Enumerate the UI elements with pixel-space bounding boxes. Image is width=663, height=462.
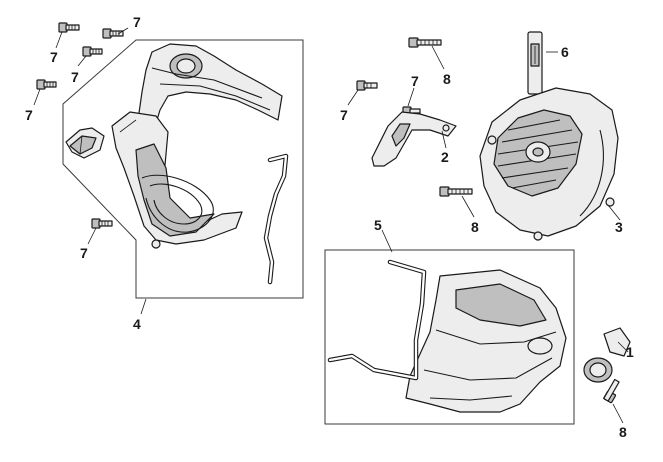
callout-7-a: 7 (133, 14, 141, 30)
bolt-8-top (408, 37, 445, 70)
callout-1: 1 (626, 344, 634, 360)
bolt-7-f (347, 80, 378, 106)
bolt-7-e (91, 218, 113, 229)
part-4-seal (263, 153, 289, 285)
callout-8-middle: 8 (471, 219, 479, 235)
clip-part (65, 127, 105, 159)
bolt-7-a (58, 22, 80, 33)
callout-7-d: 7 (25, 107, 33, 123)
part-4-frame (62, 39, 304, 299)
bolt-8-middle (439, 186, 475, 218)
callout-4: 4 (133, 316, 141, 332)
part-1-grommet (583, 327, 631, 383)
leader-5 (381, 229, 393, 253)
leaders-7-left (33, 27, 129, 245)
callout-7-e: 7 (80, 245, 88, 261)
callout-7-c: 7 (71, 69, 79, 85)
callout-6: 6 (561, 44, 569, 60)
bolt-7-g (402, 87, 421, 116)
part-5-wire (327, 259, 427, 381)
callout-8-bottom: 8 (619, 424, 627, 440)
bolt-7-c (82, 46, 103, 57)
bolt-7-d (36, 79, 57, 90)
part-6-pin (527, 31, 558, 95)
leader-4 (140, 298, 147, 315)
callout-7-b: 7 (50, 49, 58, 65)
bolt-7-b (102, 28, 124, 39)
callout-7-f: 7 (340, 107, 348, 123)
part-5-frame (324, 249, 575, 425)
part-5-duct (405, 269, 567, 413)
part-4-shroud (111, 43, 283, 249)
callout-5: 5 (374, 217, 382, 233)
callout-7-g: 7 (411, 73, 419, 89)
callout-2: 2 (441, 149, 449, 165)
bolt-8-bottom (603, 378, 624, 424)
callout-3: 3 (615, 219, 623, 235)
callout-8-top: 8 (443, 71, 451, 87)
part-2-bracket (371, 111, 457, 167)
part-3-fan-cover (479, 87, 621, 241)
